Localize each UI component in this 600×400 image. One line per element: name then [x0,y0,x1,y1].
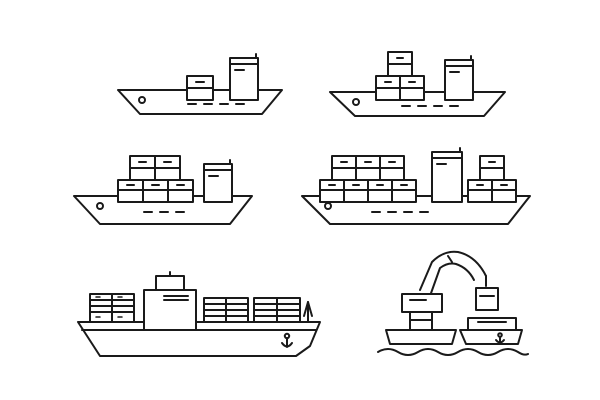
cargo-ship-with-stacked-containers-icon [329,51,506,117]
small-cargo-ship-icon [117,53,283,115]
anchor-icon [495,332,505,344]
port-crane-loading-ship-icon [377,250,529,356]
water-waves [377,348,529,356]
large-cargo-ship-icon [301,147,531,225]
container-ship-icon [77,271,321,357]
anchor-icon [281,332,293,348]
medium-cargo-ship-icon [73,155,253,225]
